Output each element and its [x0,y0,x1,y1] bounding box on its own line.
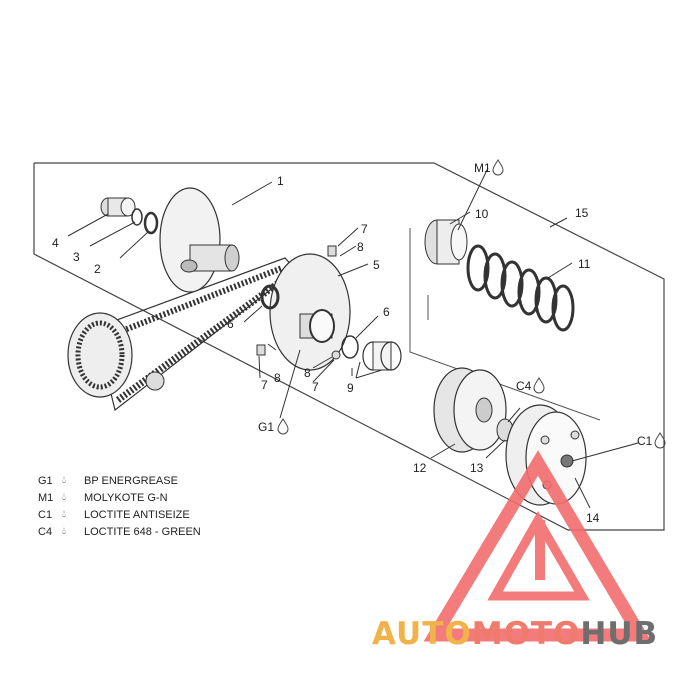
callout-13: 13 [470,461,484,475]
legend-row: M1 💧︎ MOLYKOTE G-N [38,489,201,506]
legend-text: LOCTITE ANTISEIZE [84,508,190,521]
callout-4: 4 [52,236,59,250]
callout-8-left: 8 [274,371,281,385]
drop-icon [654,432,666,449]
callout-c4: C4 [516,379,532,393]
legend-row: C4 💧︎ LOCTITE 648 - GREEN [38,523,201,540]
callout-12: 12 [413,461,427,475]
callout-10: 10 [475,207,489,221]
brand-part-moto: MOTO [471,616,581,652]
part-10-spring-cup [424,219,468,265]
part-6-seal-right [341,335,359,359]
watermark-logo [423,450,652,642]
part-5-fixed-pulley [269,253,351,371]
brand-part-hub: HUB [580,616,659,652]
drop-icon [533,377,545,394]
leader-lines [67,167,639,509]
assembly-frame [33,162,665,531]
callout-11: 11 [578,257,591,271]
part-7-pin-bottom [256,344,266,356]
drop-icon [277,418,289,435]
spring-group-box [409,228,601,421]
drop-icon: 💧︎ [62,509,66,520]
drop-icon [492,159,504,176]
callout-15: 15 [575,206,589,220]
part-3-circlip [131,208,143,226]
callout-9: 9 [347,381,354,395]
lubricant-legend: G1 💧︎ BP ENERGREASE M1 💧︎ MOLYKOTE G-N C… [38,472,201,540]
callout-c1: C1 [637,434,653,448]
callout-3: 3 [73,250,80,264]
part-2-seal [143,211,159,235]
part-6-seal-left [260,284,280,310]
callout-g1: G1 [258,420,274,434]
callout-8-mid: 8 [304,366,311,380]
legend-code: M1 [38,491,54,504]
callout-5: 5 [373,258,380,272]
callout-6-right: 6 [383,305,390,319]
callout-m1: M1 [474,161,491,175]
watermark-brand: AUTOMOTOHUB [372,616,658,652]
drop-icon: 💧︎ [62,526,66,537]
part-1-driven-pulley [159,187,240,293]
part-4-bearing [100,197,136,217]
callout-8-top: 8 [357,240,364,254]
callout-7-left: 7 [261,378,268,392]
part-12-clutch-assembly [433,367,507,453]
legend-code: G1 [38,474,53,487]
brand-part-auto: AUTO [372,616,472,652]
legend-text: MOLYKOTE G-N [84,491,168,504]
legend-text: LOCTITE 648 - GREEN [84,525,201,538]
part-8-ball [331,350,341,360]
legend-row: C1 💧︎ LOCTITE ANTISEIZE [38,506,201,523]
callout-7-mid: 7 [312,380,319,394]
callout-2: 2 [94,262,101,276]
part-9-bushing [362,341,402,371]
part-7-pin-top [327,245,337,257]
legend-code: C1 [38,508,53,521]
legend-row: G1 💧︎ BP ENERGREASE [38,472,201,489]
callout-6-left: 6 [227,317,234,331]
legend-text: BP ENERGREASE [84,474,178,487]
drop-icon: 💧︎ [62,475,66,486]
legend-code: C4 [38,525,53,538]
callout-14: 14 [586,511,600,525]
callout-1: 1 [277,174,284,188]
rear-pulley [67,312,165,398]
part-11-spring [466,244,575,332]
drop-icon: 💧︎ [62,492,66,503]
callout-7-top: 7 [361,222,368,236]
